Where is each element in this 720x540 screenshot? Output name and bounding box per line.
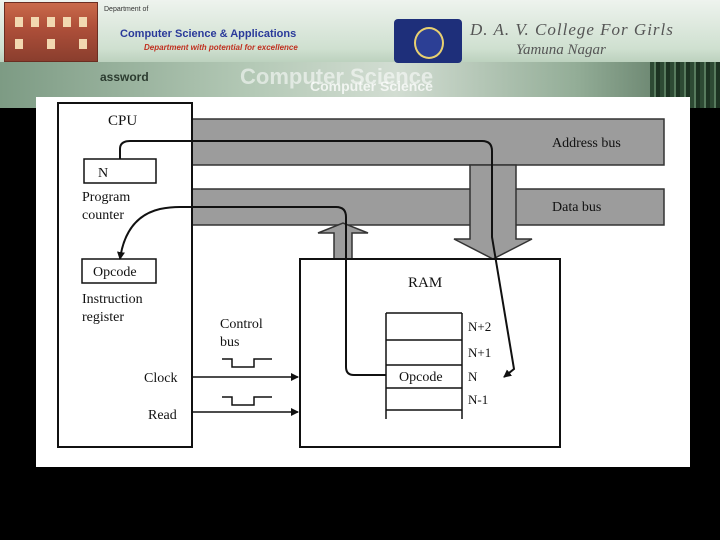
- college-logo: [394, 19, 462, 63]
- address-bus-label: Address bus: [552, 136, 621, 151]
- cpu-label: CPU: [108, 113, 137, 129]
- program-counter-value: N: [98, 166, 108, 181]
- control-bus-label-1: Control: [220, 317, 263, 332]
- cpu-ram-bus-diagram: CPU N Program counter Opcode Instruction…: [36, 97, 690, 467]
- department-name: Computer Science & Applications: [120, 28, 297, 40]
- ram-label: RAM: [408, 275, 442, 291]
- college-seal-icon: [414, 27, 444, 59]
- memory-address-n-plus-1: N+1: [468, 345, 491, 360]
- memory-stack: [385, 312, 463, 419]
- memory-address-n-plus-2: N+2: [468, 319, 491, 334]
- instruction-register-label-1: Instruction: [82, 292, 143, 307]
- program-counter-label-2: counter: [82, 208, 124, 223]
- data-bus-label: Data bus: [552, 200, 601, 215]
- program-counter-register: [83, 158, 157, 184]
- memory-cell-n-content: Opcode: [399, 370, 443, 385]
- clock-pulse-icon: [222, 358, 272, 368]
- banner-watermark-2: Computer Science: [310, 78, 433, 94]
- read-label: Read: [148, 408, 177, 423]
- ram-to-data-arrow: [317, 222, 369, 260]
- program-counter-label-1: Program: [82, 190, 130, 205]
- opcode-fetch-path: [117, 206, 386, 376]
- memory-address-n: N: [468, 369, 478, 384]
- memory-address-n-minus-1: N-1: [468, 392, 488, 407]
- department-tagline: Department with potential for excellence: [144, 43, 298, 52]
- department-prefix: Department of: [104, 6, 149, 13]
- program-counter-address-path: [119, 140, 516, 378]
- ram-box: [299, 258, 561, 448]
- instruction-register: [81, 258, 157, 284]
- instruction-register-value: Opcode: [93, 265, 137, 280]
- header-banner: Department of Computer Science & Applica…: [0, 0, 720, 108]
- college-name: D. A. V. College For Girls: [470, 20, 674, 39]
- college-building-photo: [4, 2, 98, 62]
- banner-watermark: Computer Science: [240, 64, 434, 89]
- clock-label: Clock: [144, 371, 177, 386]
- read-pulse-icon: [222, 396, 272, 406]
- college-city: Yamuna Nagar: [516, 42, 606, 58]
- control-bus-label-2: bus: [220, 335, 239, 350]
- diagram-svg: CPU N Program counter Opcode Instruction…: [57, 102, 665, 448]
- instruction-register-label-2: register: [82, 310, 124, 325]
- banner-password-text: assword: [100, 70, 149, 84]
